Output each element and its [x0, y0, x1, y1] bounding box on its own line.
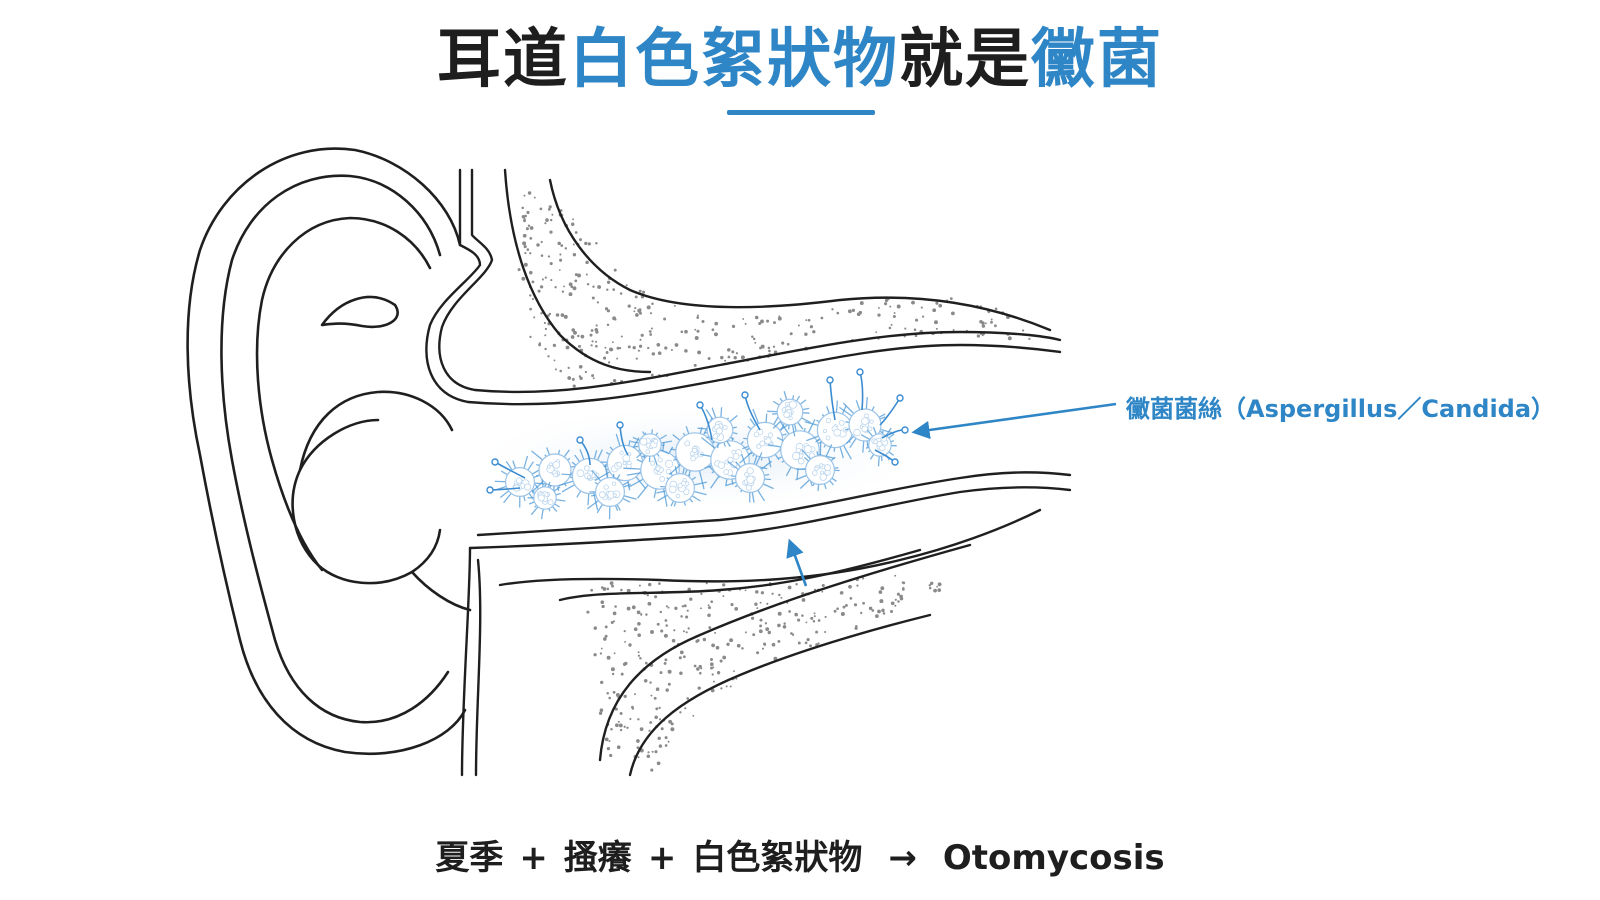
fungal-hyphae-label: 黴菌菌絲（Aspergillus／Candida）	[1126, 395, 1556, 423]
auricle	[186, 147, 472, 756]
formula-plus-2: +	[647, 838, 677, 878]
title-part-1: 耳道	[437, 23, 569, 97]
formula-term-white-debris: 白色絮狀物	[692, 838, 863, 878]
title-part-2: 白色絮狀物	[569, 23, 899, 97]
formula-arrow: →	[888, 838, 917, 878]
formula-term-itch: 搔癢	[563, 838, 632, 878]
page-title: 耳道白色絮狀物就是黴菌	[0, 20, 1600, 100]
diagnosis-formula: 夏季 + 搔癢 + 白色絮狀物 → Otomycosis	[0, 836, 1600, 880]
lower-bone-region	[580, 540, 1000, 775]
bone-stipple	[517, 191, 1031, 772]
ear-canal-walls	[425, 168, 1072, 777]
label-pointer-arrow	[911, 402, 1117, 440]
fungal-mass	[486, 368, 909, 520]
formula-result-otomycosis: Otomycosis	[942, 838, 1165, 878]
formula-term-summer: 夏季	[435, 838, 504, 878]
canal-pointer-arrow	[786, 538, 808, 587]
title-part-3: 就是	[899, 23, 1031, 97]
title-part-4: 黴菌	[1031, 23, 1163, 97]
title-underline	[727, 110, 875, 115]
formula-plus-1: +	[519, 838, 548, 878]
